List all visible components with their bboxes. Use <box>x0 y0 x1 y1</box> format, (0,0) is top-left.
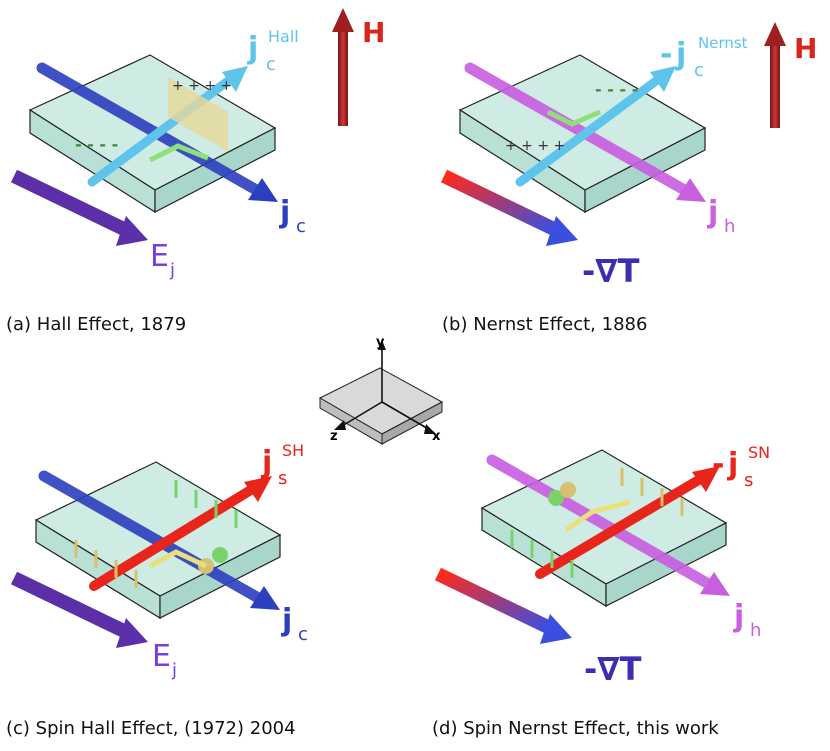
label-sup-sn: SN <box>748 443 770 462</box>
label-minus-sn: - <box>712 447 724 482</box>
spin-current-arrow-d <box>535 466 720 579</box>
heat-current-arrow-d <box>486 454 730 596</box>
panel-spin-hall-effect: j s SH j c E j (c) Spin Hall Effect, (19… <box>6 441 308 739</box>
minus-signs-text-b: - - - - <box>595 80 638 99</box>
hall-arrow-a <box>87 66 248 187</box>
label-jc-a: j c <box>279 195 306 237</box>
label-jh-b: j h <box>707 195 735 237</box>
label-sub-j-a: j <box>169 260 175 281</box>
label-grad-t-d: -∇T <box>584 650 642 688</box>
label-sub-c-a: c <box>296 216 306 237</box>
label-sup-hall: Hall <box>268 27 299 46</box>
label-h-a: H <box>362 16 385 49</box>
label-j-b: j <box>707 195 718 230</box>
heat-current-arrow-b <box>464 62 706 202</box>
positive-charges-a: + + + + <box>168 76 232 152</box>
label-jc-nernst: - j c Nernst <box>660 34 748 81</box>
label-grad-t-b: -∇T <box>582 252 640 290</box>
label-e-a: E <box>150 239 169 274</box>
label-jh-d: j h <box>733 599 761 641</box>
label-sub-s-sh: s <box>278 468 287 489</box>
label-h-b: H <box>794 32 817 65</box>
spin-down-sphere-d <box>560 482 576 498</box>
field-arrow-h-b <box>764 22 786 128</box>
current-arrow-jc-c <box>38 470 280 610</box>
electric-field-arrow-c <box>10 571 148 648</box>
spin-up-sphere-c <box>212 547 228 563</box>
charge-path-arrow-b <box>546 109 601 127</box>
label-ej-c: E j <box>152 639 177 681</box>
label-sub-s-sn: s <box>744 470 753 491</box>
label-sup-nernst: Nernst <box>698 34 748 52</box>
label-j-c: j <box>281 603 292 638</box>
label-sup-sh: SH <box>282 441 304 460</box>
label-j-sh: j <box>261 445 272 480</box>
label-sub-c-nernst: c <box>694 60 704 81</box>
spin-up-arrows-d <box>510 530 574 578</box>
spin-down-arrows-c <box>74 540 138 588</box>
minus-signs-text: - - - - <box>75 135 118 154</box>
caption-c: (c) Spin Hall Effect, (1972) 2004 <box>6 718 296 739</box>
field-arrow-h-a <box>332 8 354 126</box>
temperature-gradient-arrow-d <box>434 567 572 644</box>
label-sub-h-b: h <box>724 216 735 237</box>
panel-nernst-effect: + + + + - - - - H - j c Nernst j h -∇T (… <box>440 22 817 335</box>
plus-signs-text-b: + + + + <box>505 138 565 154</box>
label-js-sh: j s SH <box>261 441 304 489</box>
label-j-a: j <box>279 195 290 230</box>
label-sub-h-d: h <box>750 620 761 641</box>
current-arrow-jc-a <box>36 62 278 202</box>
caption-d: (d) Spin Nernst Effect, this work <box>432 718 719 739</box>
nernst-arrow-b <box>515 66 676 187</box>
label-minus-nernst: - <box>660 37 672 72</box>
label-j-nernst: j <box>675 37 686 72</box>
spin-path-arrow-d <box>564 499 631 533</box>
label-js-sn: - j s SN <box>712 443 770 491</box>
z-axis-line <box>341 401 383 427</box>
label-j-sn: j <box>727 447 738 482</box>
axis-label-y: y <box>376 335 385 350</box>
label-jc-hall: j c Hall <box>247 27 299 75</box>
label-jc-c: j c <box>281 603 308 645</box>
label-sub-c-hall: c <box>266 54 276 75</box>
spin-up-arrows-c <box>174 480 238 528</box>
panel-hall-effect: + + + + - - - - H j c Hall j c E <box>6 8 385 335</box>
panel-spin-nernst-effect: - j s SN j h -∇T (d) Spin Nernst Effect,… <box>432 443 770 739</box>
caption-b: (b) Nernst Effect, 1886 <box>442 314 647 335</box>
temperature-gradient-arrow-b <box>440 169 578 246</box>
axis-label-z: z <box>330 429 338 444</box>
charge-path-arrow-a <box>148 143 209 163</box>
plus-signs-text: + + + + <box>172 78 232 94</box>
spin-down-arrows-d <box>620 468 684 516</box>
label-j-d: j <box>733 599 744 634</box>
negative-charges-a: - - - - <box>75 135 118 154</box>
x-axis-line <box>381 401 431 431</box>
label-j-hall: j <box>247 31 258 66</box>
axes-diagram: y x z <box>318 335 444 445</box>
label-ej-a: E j <box>150 239 175 281</box>
electric-field-arrow-a <box>10 169 148 246</box>
axis-label-x: x <box>432 429 441 444</box>
spin-current-arrow-c <box>89 476 272 591</box>
label-e-c: E <box>152 639 171 674</box>
spin-up-sphere-d <box>548 490 564 506</box>
caption-a: (a) Hall Effect, 1879 <box>6 314 186 335</box>
spin-path-arrow-c <box>148 549 208 569</box>
label-sub-j-c: j <box>171 660 177 681</box>
label-sub-c-c: c <box>298 624 308 645</box>
